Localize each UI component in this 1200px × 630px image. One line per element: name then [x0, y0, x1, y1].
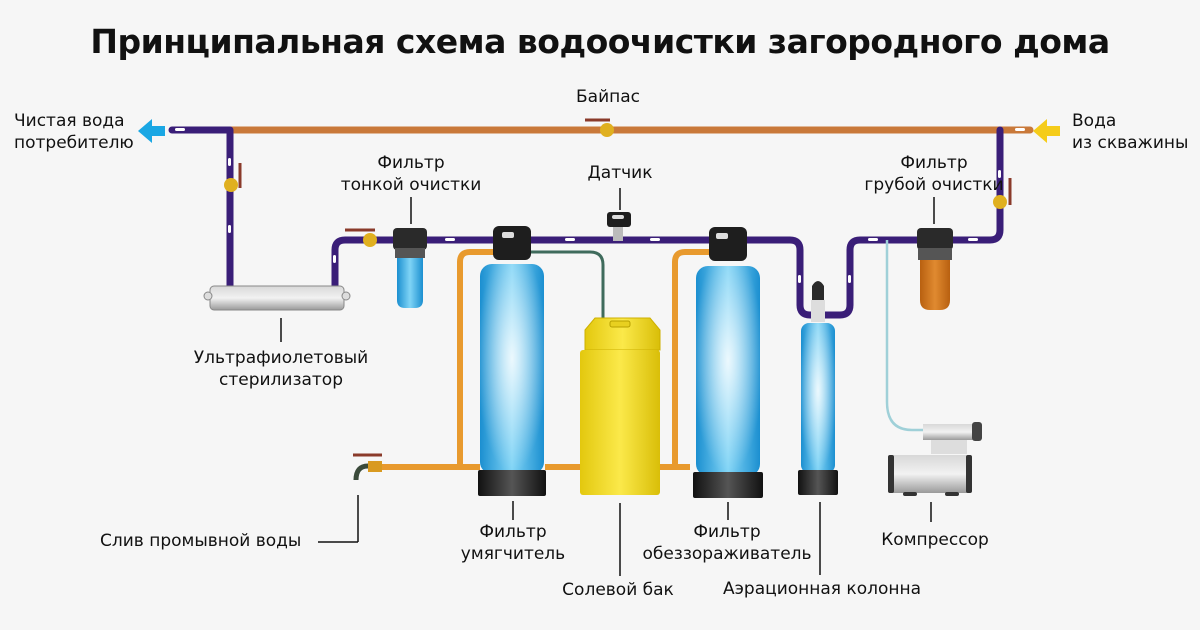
well-water-in-arrow-icon	[1033, 119, 1060, 143]
well-water-label-line2: из скважины	[1072, 133, 1189, 153]
deironing-filter-label-line1: Фильтр	[693, 522, 761, 542]
coarse-filter	[917, 228, 953, 310]
uv-sterilizer-label: Ультрафиолетовый стерилизатор	[194, 347, 368, 391]
aeration-column	[798, 281, 838, 495]
coarse-filter-label-line1: Фильтр	[900, 153, 968, 173]
coarse-filter-label: Фильтр грубой очистки	[864, 152, 1003, 196]
compressor	[888, 422, 982, 496]
aeration-column-label: Аэрационная колонна	[722, 579, 922, 599]
softener-label-line2: умягчитель	[460, 544, 566, 564]
softener-label: Фильтр умягчитель	[461, 521, 565, 565]
outlet-valve-icon	[224, 163, 242, 192]
softener-label-line1: Фильтр	[479, 522, 547, 542]
sensor-device	[607, 212, 631, 241]
deironing-filter-label: Фильтр обеззораживатель	[642, 521, 811, 565]
uv-sterilizer-label-line1: Ультрафиолетовый	[193, 348, 369, 368]
clean-water-label-line1: Чистая вода	[14, 111, 125, 131]
bypass-label: Байпас	[575, 87, 641, 107]
fine-filter	[393, 228, 427, 308]
well-water-label: Вода из скважины	[1072, 110, 1188, 154]
drain-faucet-icon	[353, 453, 382, 481]
salt-tank	[580, 317, 661, 495]
drain-label: Слив промывной воды	[100, 531, 302, 551]
clean-water-label-line2: потребителю	[14, 133, 134, 153]
coarse-filter-label-line2: грубой очистки	[864, 175, 1004, 195]
inlet-valve-icon	[993, 178, 1012, 209]
bypass-valve-icon	[585, 118, 614, 137]
softener-tank	[478, 226, 546, 496]
well-water-label-line1: Вода	[1072, 111, 1117, 131]
leader-lines	[280, 188, 935, 576]
clean-water-out-arrow-icon	[138, 119, 165, 143]
salt-tank-label: Солевой бак	[562, 580, 674, 600]
compressor-label: Компрессор	[881, 530, 989, 550]
deironing-filter-label-line2: обеззораживатель	[642, 544, 812, 564]
fine-filter-label-line1: Фильтр	[377, 153, 445, 173]
sensor-label: Датчик	[587, 163, 653, 183]
page-title: Принципальная схема водоочистки загородн…	[90, 22, 1110, 61]
uv-sterilizer	[203, 285, 351, 311]
deironing-tank	[693, 227, 763, 498]
brine-line	[528, 250, 605, 318]
flow-marks	[175, 128, 1025, 283]
clean-water-label: Чистая вода потребителю	[14, 110, 134, 154]
uv-sterilizer-label-line2: стерилизатор	[218, 370, 343, 390]
drain-pipe	[380, 249, 712, 470]
fine-filter-valve-icon	[345, 228, 377, 247]
fine-filter-label-line2: тонкой очистки	[340, 175, 482, 195]
air-line	[885, 240, 925, 432]
fine-filter-label: Фильтр тонкой очистки	[341, 152, 482, 196]
